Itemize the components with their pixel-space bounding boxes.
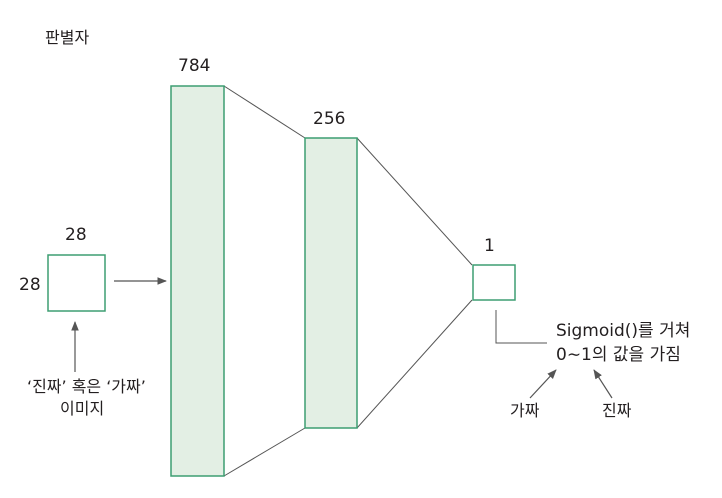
real-label: 진짜 [602,401,632,420]
layer-784 [170,85,225,477]
layer-1-output [472,264,516,301]
connector-256-1-bottom [356,299,473,429]
fake-label: 가짜 [510,401,540,420]
input-image-box [47,254,106,312]
connector-784-256-bottom [223,427,306,477]
layer-256-label: 256 [313,109,346,129]
output-note-bracket [495,310,547,344]
layer-256 [304,137,358,429]
connector-784-256-top [223,85,306,139]
input-caption-line2: 이미지 [60,399,105,418]
real-arrow [593,369,613,399]
sigmoid-note-line1: Sigmoid()를 거쳐 [556,321,691,341]
layer-784-label: 784 [178,56,211,76]
input-width-label: 28 [65,225,87,245]
connector-256-1-top [356,137,473,266]
diagram-title: 판별자 [45,28,90,47]
input-caption-line1: ‘진짜’ 혹은 ‘가짜’ [27,377,146,396]
sigmoid-note-line2: 0∼1의 값을 가짐 [556,345,681,365]
layer-1-label: 1 [484,236,495,256]
input-height-label: 28 [19,275,41,295]
fake-arrow [529,369,557,399]
